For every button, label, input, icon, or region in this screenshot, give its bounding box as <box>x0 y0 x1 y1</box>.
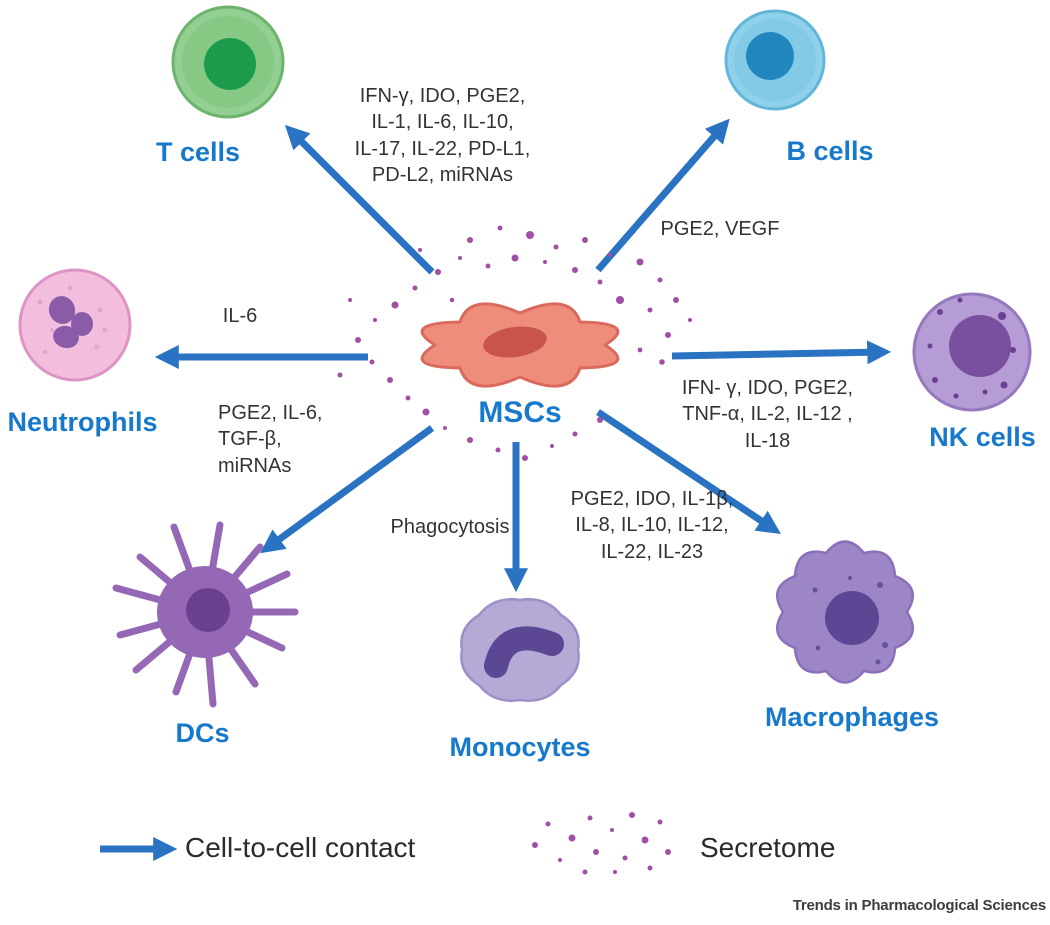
factors-mscs-to-macrophages: PGE2, IDO, IL-1β, IL-8, IL-10, IL-12, IL… <box>570 488 734 563</box>
dendritic-cell-icon <box>112 521 299 708</box>
factors-mscs-to-dcs: PGE2, IL-6, TGF-β, miRNAs <box>218 402 323 477</box>
t-cells-label: T cells <box>155 137 241 167</box>
journal-name: Trends in Pharmacological Sciences <box>792 897 1047 914</box>
b-cell-icon <box>724 9 826 111</box>
b-cells-label: B cells <box>786 136 874 166</box>
monocyte-cell-icon <box>460 598 580 702</box>
arrow-mscs-to-macrophages <box>596 409 781 534</box>
legend-secretome-icon <box>532 812 671 875</box>
arrow-mscs-to-dcs <box>260 425 435 554</box>
t-cell-icon <box>171 5 285 119</box>
secretome-dots <box>337 225 692 461</box>
arrow-mscs-to-nk-cells <box>671 340 892 365</box>
arrow-mscs-to-b-cells <box>595 118 730 273</box>
factors-mscs-to-nk-cells: IFN- γ, IDO, PGE2, TNF-α, IL-2, IL-12 , … <box>681 377 854 452</box>
mscs-label: MSCs <box>478 396 562 429</box>
monocytes-label: Monocytes <box>449 732 591 762</box>
macrophages-label: Macrophages <box>765 702 940 732</box>
legend-contact-label: Cell-to-cell contact <box>185 832 416 863</box>
factors-mscs-to-b-cells: PGE2, VEGF <box>660 218 780 240</box>
factors-mscs-to-monocytes: Phagocytosis <box>390 516 510 538</box>
contact-arrows <box>154 118 892 593</box>
neutrophil-cell-icon <box>18 268 132 382</box>
mscs-cell-icon <box>420 302 620 388</box>
dcs-label: DCs <box>175 718 230 748</box>
nk-cell-icon <box>912 292 1032 412</box>
neutrophils-label: Neutrophils <box>7 407 158 437</box>
legend-secretome-label: Secretome <box>700 832 836 863</box>
factors-mscs-to-t-cells: IFN-γ, IDO, PGE2, IL-1, IL-6, IL-10, IL-… <box>354 85 531 187</box>
factors-mscs-to-neutrophils: IL-6 <box>222 305 258 327</box>
nk-cells-label: NK cells <box>929 422 1036 452</box>
arrow-mscs-to-t-cells <box>284 124 435 275</box>
macrophage-cell-icon <box>775 540 915 684</box>
